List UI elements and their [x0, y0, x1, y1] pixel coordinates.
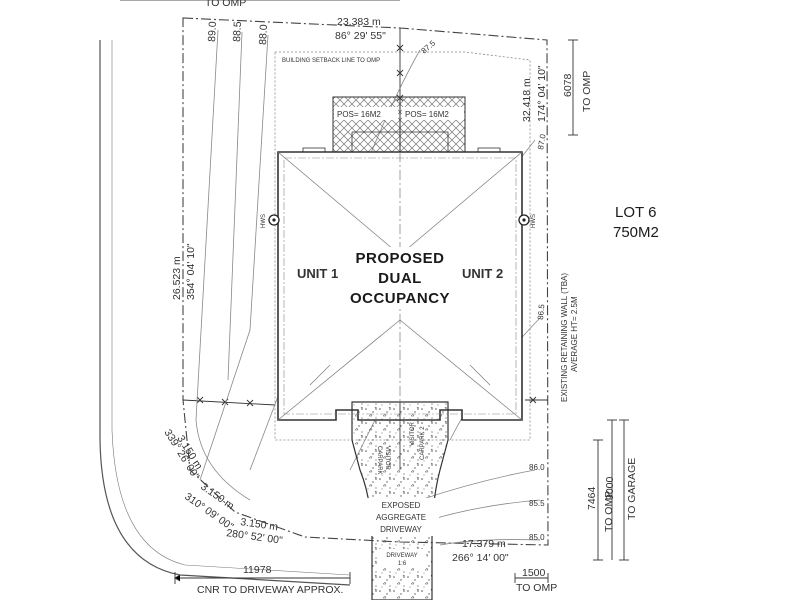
visitor-carpark-1-line2: CARPARK — [376, 446, 382, 475]
lot-name: LOT 6 — [615, 204, 656, 221]
visitor-carpark-2-line2: CARPARK 2 — [420, 426, 426, 460]
bottom-boundary-length: 17.379 m — [462, 538, 506, 550]
contour-86-5: 86.5 — [536, 303, 546, 320]
dim-1500-to-omp: TO OMP — [516, 582, 557, 594]
contour-89: 89.0 — [206, 21, 219, 42]
dim-6078-to-omp: TO OMP — [581, 71, 593, 112]
building-title-line2: DUAL — [378, 270, 422, 287]
visitor-carpark-2-line1: VISITOR — [410, 421, 416, 446]
dim-7464: 7464 — [586, 486, 598, 510]
retaining-wall-line2: AVERAGE HT= 2.5M — [570, 296, 579, 372]
dim-9000: 9000 — [604, 476, 616, 500]
roof-lines — [277, 151, 523, 421]
road-kerb-line — [99, 40, 351, 586]
pos-right-label: POS= 16M2 — [405, 110, 449, 119]
building-title-line3: OCCUPANCY — [350, 290, 450, 307]
setback-line — [274, 51, 531, 441]
contour-88: 88.0 — [257, 24, 270, 45]
dim-7464-line — [593, 419, 617, 561]
driveway-label-bg — [363, 498, 439, 536]
lot-area: 750M2 — [613, 224, 659, 241]
pos-label-bg-left — [334, 107, 398, 120]
bottom-boundary-bearing: 266° 14' 00" — [452, 552, 509, 564]
top-boundary-bearing: 86° 29' 55" — [335, 30, 386, 42]
top-boundary-length: 23.383 m — [337, 16, 381, 28]
lot-boundary — [182, 17, 549, 546]
contour-87: 87.0 — [536, 133, 548, 150]
driveway-small-line1: DRIVEWAY — [386, 553, 417, 559]
building-title-bg — [345, 247, 455, 309]
contour-87-5: 87.5 — [420, 38, 438, 55]
dim-1500: 1500 — [522, 567, 546, 579]
dim-11978: 11978 — [243, 564, 272, 576]
unit-1-label: UNIT 1 — [297, 266, 338, 281]
left-boundary-length: 26.523 m — [171, 256, 183, 300]
contour-85-5: 85.5 — [529, 499, 545, 508]
road-kerb-inner — [111, 40, 351, 576]
dim-9000-line — [619, 419, 629, 561]
driveway-line1: EXPOSED — [382, 501, 421, 510]
retaining-wall-line1: EXISTING RETAINING WALL (TBA) — [560, 273, 569, 402]
driveway-line3: DRIVEWAY — [380, 525, 422, 534]
dim-11978-line — [174, 572, 351, 584]
top-omp-label: TO OMP — [205, 0, 246, 9]
driveway-small-bg — [378, 549, 426, 567]
hws-right-label: HWS — [531, 214, 537, 228]
pos-area — [332, 96, 466, 153]
curve-c-length: 3.150 m — [240, 516, 279, 533]
contour-88-5: 88.5 — [231, 21, 244, 42]
building-title-line1: PROPOSED — [355, 250, 444, 267]
dim-9000-to-garage: TO GARAGE — [626, 458, 638, 520]
dim-7464-to-omp: TO OMP — [603, 491, 615, 532]
setback-label: BUILDING SETBACK LINE TO OMP — [282, 58, 380, 64]
driveway-small-line2: 1:6 — [398, 561, 407, 567]
contour-86: 86.0 — [529, 463, 545, 472]
right-boundary-length: 32.418 m — [521, 78, 533, 122]
cnr-driveway-label: CNR TO DRIVEWAY APPROX. — [197, 584, 343, 596]
pos-left-label: POS= 16M2 — [337, 110, 381, 119]
pos-label-bg-right — [402, 107, 464, 120]
dim-6078-line — [568, 39, 578, 136]
hws-left-label: HWS — [261, 214, 267, 228]
unit-2-label: UNIT 2 — [462, 266, 503, 281]
left-boundary-bearing: 354° 04' 10" — [185, 243, 197, 300]
contour-85: 85.0 — [529, 533, 545, 542]
visitor-carpark-1-line1: VISITOR — [384, 446, 390, 471]
right-boundary-bearing: 174° 04' 10" — [536, 65, 548, 122]
dim-6078: 6078 — [562, 73, 574, 97]
driveway-line2: AGGREGATE — [376, 513, 426, 522]
dim-1500-line — [514, 573, 549, 583]
